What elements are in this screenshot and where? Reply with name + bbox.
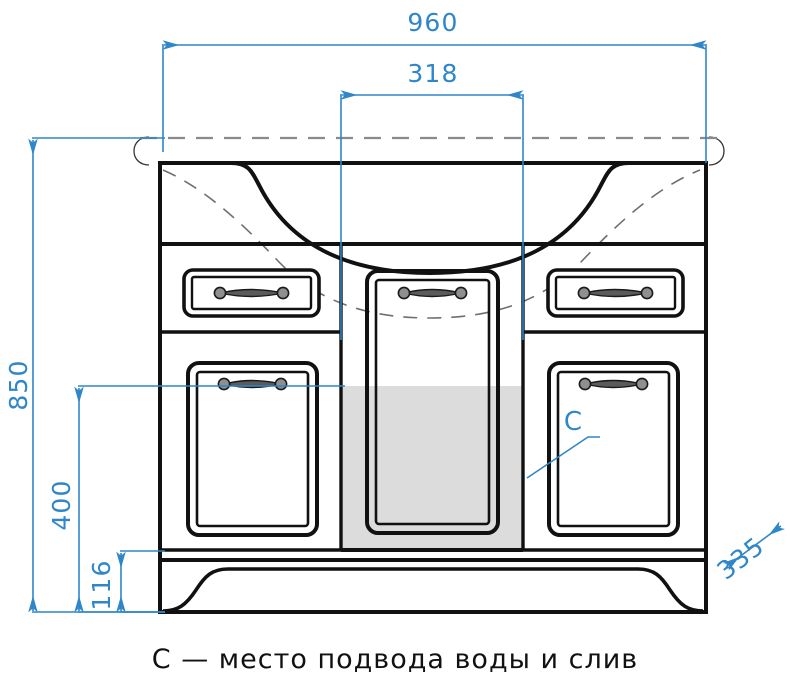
dim-line-335	[723, 521, 785, 571]
supply-marker-label: C	[564, 407, 582, 437]
drawing-caption: С — место подвода воды и слив	[152, 644, 638, 675]
dimension-label-850: 850	[4, 359, 33, 410]
leader-line-c	[526, 436, 600, 479]
right-drawer[interactable]	[546, 268, 685, 318]
dimension-318	[340, 90, 524, 340]
water-supply-zone	[341, 386, 523, 550]
dimension-960	[162, 40, 707, 163]
left-door-handle-icon[interactable]	[217, 377, 288, 391]
basin-bowl-rear	[162, 169, 701, 319]
right-door-handle-icon[interactable]	[578, 377, 649, 391]
center-door[interactable]	[365, 269, 500, 535]
dimension-label-116: 116	[87, 559, 116, 610]
right-door-inner-panel	[556, 370, 671, 528]
cabinet-outer-frame	[158, 161, 708, 562]
dimension-label-960: 960	[407, 8, 458, 37]
center-door-outer-panel	[365, 269, 500, 535]
dimension-label-318: 318	[407, 59, 458, 88]
center-door-handle-icon[interactable]	[397, 286, 468, 300]
right-drawer-handle-icon[interactable]	[577, 286, 654, 300]
left-drawer-handle-icon[interactable]	[213, 286, 290, 300]
right-door[interactable]	[547, 361, 680, 537]
dimension-label-400: 400	[47, 479, 76, 530]
left-drawer[interactable]	[182, 268, 321, 318]
center-door-inner-panel	[374, 278, 491, 526]
left-door[interactable]	[186, 361, 319, 537]
left-door-inner-panel	[195, 370, 310, 528]
supply-marker-leader	[526, 436, 600, 479]
cabinet-body	[133, 136, 725, 562]
dimension-116	[116, 550, 165, 613]
plinth-outline	[158, 550, 708, 614]
plinth-arch-cutout	[162, 567, 704, 613]
dimension-335	[723, 521, 785, 571]
plinth	[158, 550, 708, 614]
